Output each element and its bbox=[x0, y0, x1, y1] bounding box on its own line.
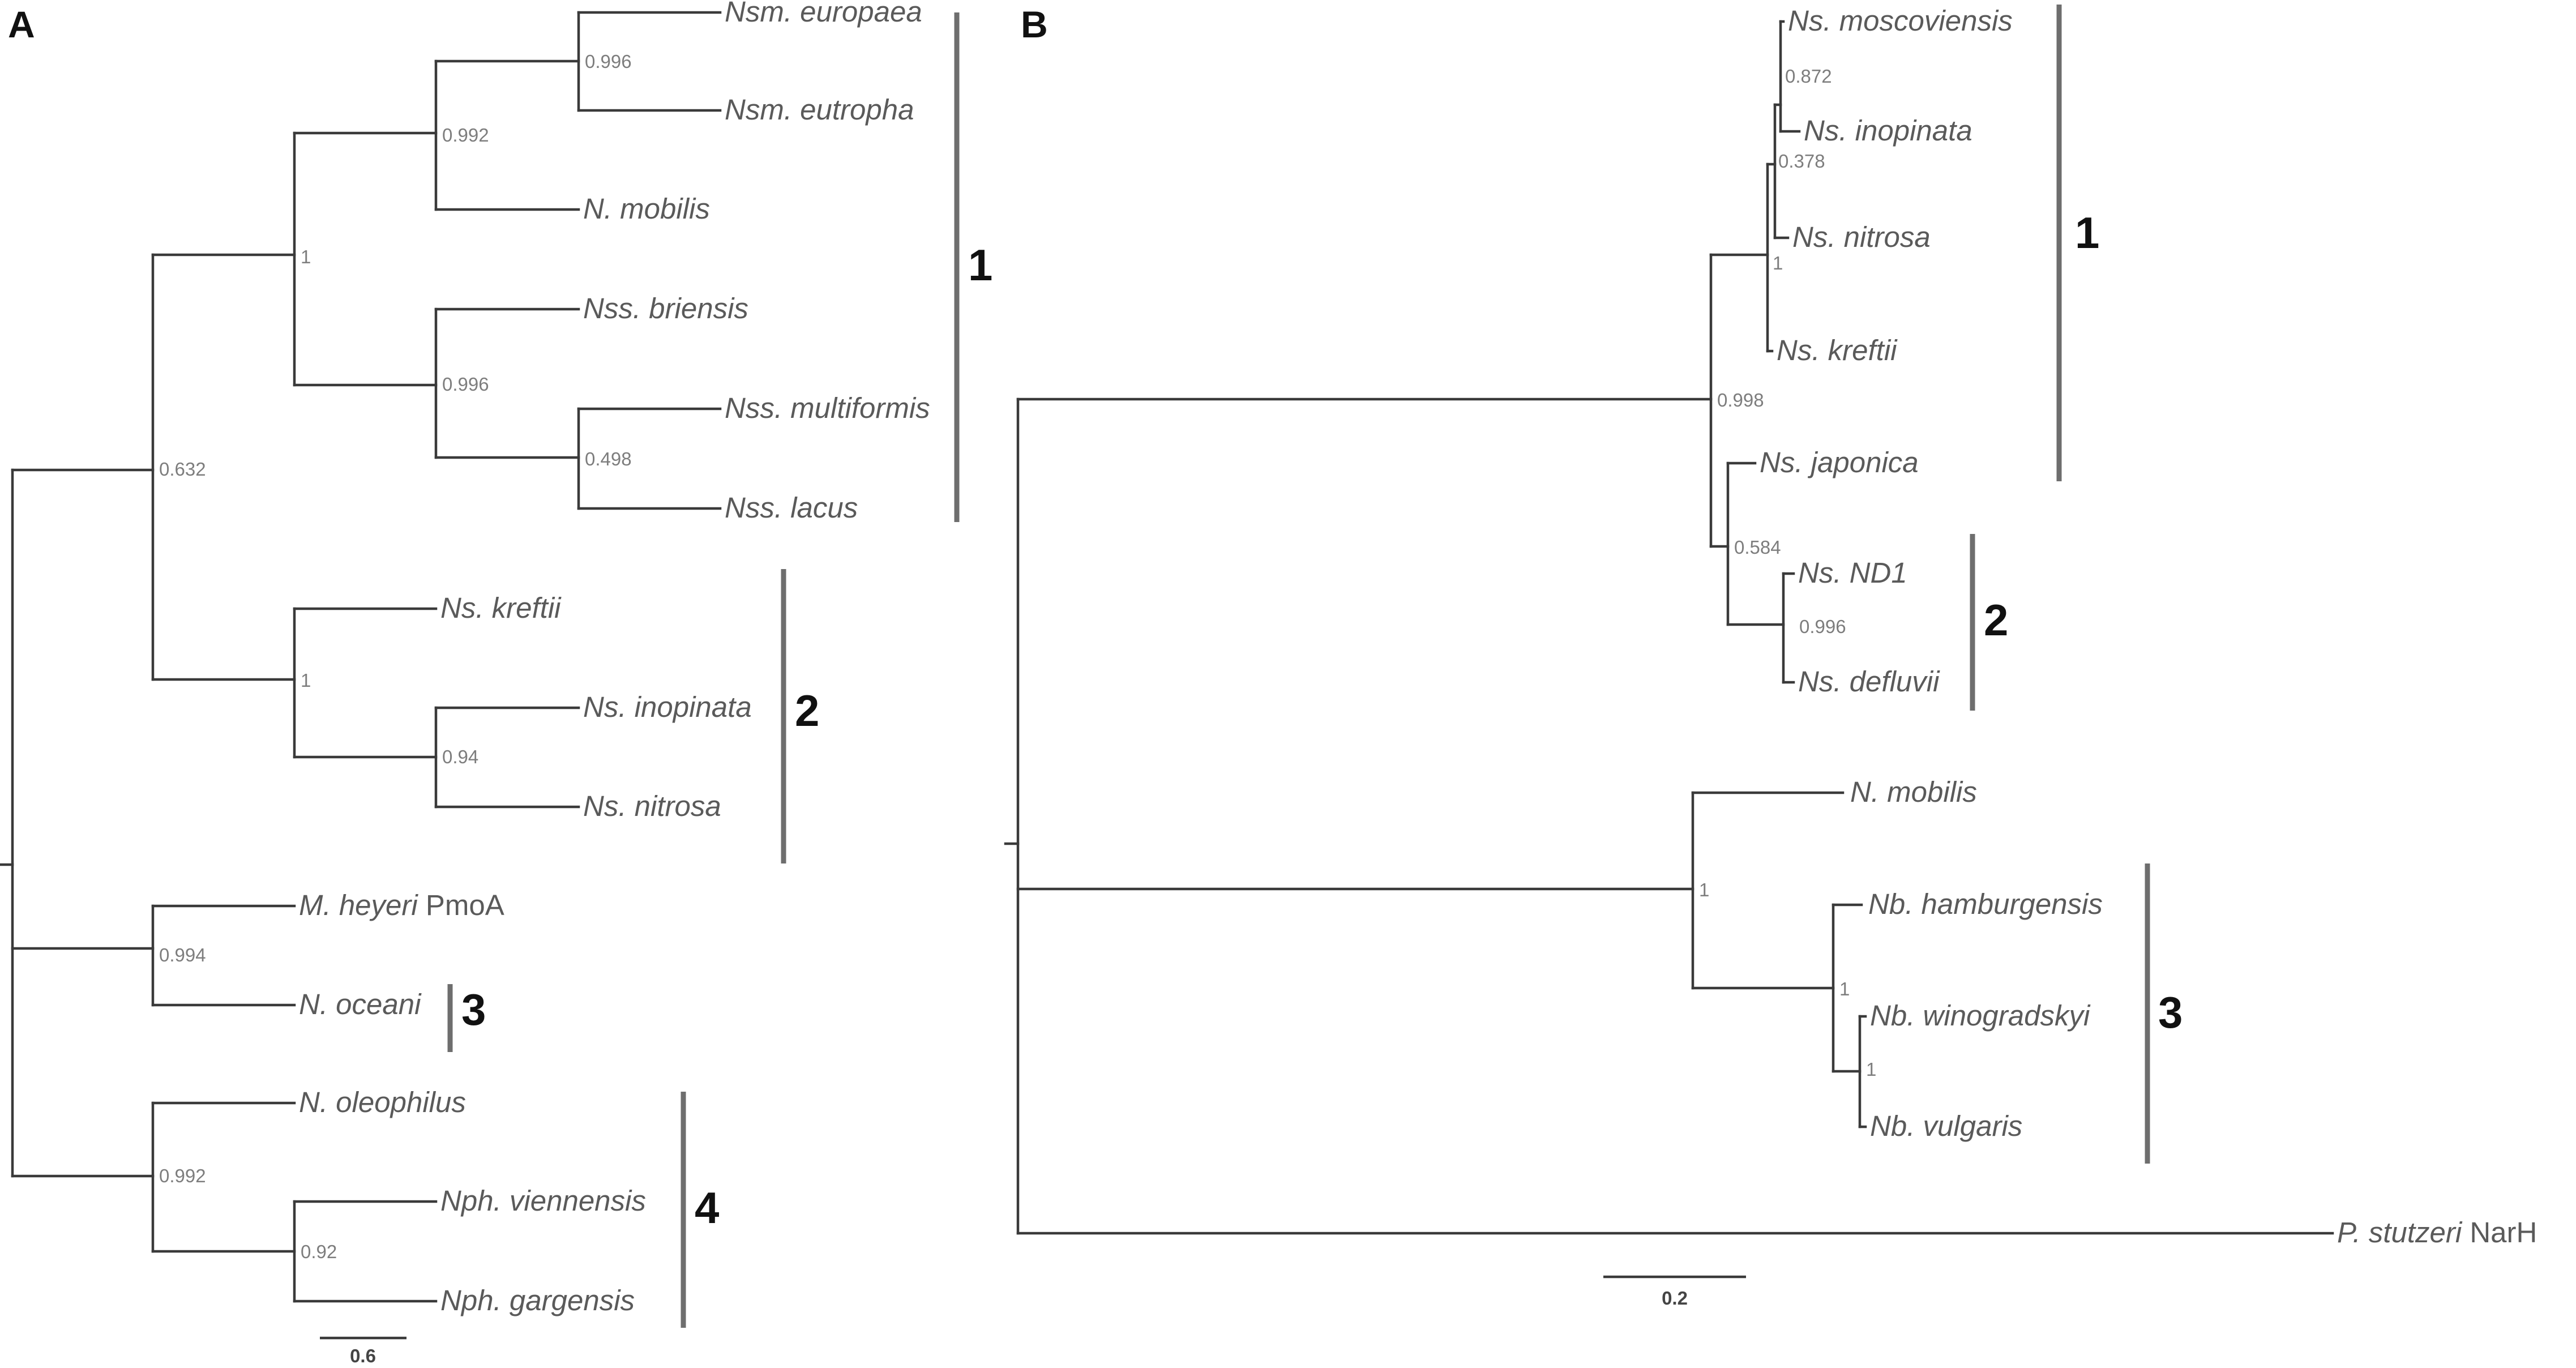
clade-label-b-2: 2 bbox=[1984, 595, 2008, 645]
leaf-a-nss-briensis: Nss. briensis bbox=[583, 292, 748, 324]
leaf-a-n-oleophilus: N. oleophilus bbox=[299, 1086, 466, 1118]
support-value: 1 bbox=[1839, 978, 1850, 999]
leaf-a-nss-lacus: Nss. lacus bbox=[725, 491, 858, 524]
leaf-a-n-mobilis: N. mobilis bbox=[583, 193, 710, 225]
clade-label-a-2: 2 bbox=[795, 686, 819, 736]
leaf-b-ns-nd1: Ns. ND1 bbox=[1798, 557, 1907, 589]
leaf-b-nb-vulgaris: Nb. vulgaris bbox=[1870, 1110, 2022, 1142]
leaf-a-ns-kreftii: Ns. kreftii bbox=[440, 592, 562, 624]
support-value: 1 bbox=[1866, 1059, 1876, 1080]
leaf-b-p-stutzeri: P. stutzeri NarH bbox=[2337, 1216, 2537, 1249]
leaf-b-ns-inopinata: Ns. inopinata bbox=[1804, 114, 1972, 147]
leaf-a-nph-viennensis: Nph. viennensis bbox=[440, 1185, 646, 1217]
support-value: 0.584 bbox=[1734, 537, 1781, 558]
support-value: 0.994 bbox=[159, 944, 206, 965]
support-value: 0.992 bbox=[159, 1165, 206, 1186]
leaf-a-m-heyeri: M. heyeri PmoA bbox=[299, 889, 504, 921]
panel-a-clade-bars: 1 2 3 4 bbox=[447, 12, 992, 1328]
panel-a-support-values: 0.996 0.992 1 0.996 0.498 0.632 1 0.94 0… bbox=[159, 51, 632, 1262]
panel-b-branches bbox=[1004, 20, 2334, 1235]
clade-label-a-1: 1 bbox=[968, 240, 992, 290]
clade-label-b-3: 3 bbox=[2158, 987, 2183, 1037]
support-value: 0.996 bbox=[1799, 616, 1846, 637]
leaf-a-nsm-eutropha: Nsm. eutropha bbox=[725, 93, 914, 126]
leaf-a-nph-gargensis: Nph. gargensis bbox=[440, 1284, 635, 1316]
support-value: 0.996 bbox=[442, 374, 489, 395]
support-value: 1 bbox=[301, 246, 311, 267]
support-value: 0.992 bbox=[442, 125, 489, 146]
panel-b-letter: B bbox=[1021, 3, 1048, 45]
clade-label-a-4: 4 bbox=[695, 1183, 719, 1233]
leaf-a-n-oceani: N. oceani bbox=[299, 988, 422, 1020]
support-value: 0.632 bbox=[159, 459, 206, 480]
panel-b-leaf-labels: Ns. moscoviensis Ns. inopinata Ns. nitro… bbox=[1760, 5, 2537, 1249]
leaf-b-ns-kreftii: Ns. kreftii bbox=[1777, 334, 1898, 366]
leaf-a-nsm-europaea: Nsm. europaea bbox=[725, 0, 922, 28]
support-value: 1 bbox=[301, 670, 311, 691]
leaf-b-ns-japonica: Ns. japonica bbox=[1760, 446, 1919, 478]
leaf-b-ns-nitrosa: Ns. nitrosa bbox=[1792, 221, 1931, 253]
leaf-b-ns-defluvii: Ns. defluvii bbox=[1798, 665, 1940, 698]
panel-a-letter: A bbox=[8, 3, 35, 45]
clade-label-b-1: 1 bbox=[2075, 208, 2099, 258]
panel-b-support-values: 0.872 0.378 1 0.998 0.584 0.996 1 1 1 bbox=[1699, 66, 1876, 1080]
support-value: 0.996 bbox=[585, 51, 632, 72]
panel-a-leaf-labels: Nsm. europaea Nsm. eutropha N. mobilis N… bbox=[299, 0, 930, 1316]
panel-b-scale-label: 0.2 bbox=[1662, 1288, 1688, 1309]
support-value: 0.498 bbox=[585, 448, 632, 469]
clade-label-a-3: 3 bbox=[461, 985, 486, 1034]
support-value: 1 bbox=[1773, 253, 1783, 273]
panel-a-scale-label: 0.6 bbox=[350, 1345, 376, 1366]
leaf-b-ns-moscoviensis: Ns. moscoviensis bbox=[1788, 5, 2013, 37]
leaf-a-ns-nitrosa: Ns. nitrosa bbox=[583, 790, 721, 822]
support-value: 0.872 bbox=[1785, 66, 1832, 87]
leaf-b-nb-hamburgensis: Nb. hamburgensis bbox=[1868, 888, 2103, 920]
support-value: 0.378 bbox=[1778, 151, 1825, 172]
panel-a-branches bbox=[0, 11, 722, 1303]
support-value: 1 bbox=[1699, 879, 1709, 900]
support-value: 0.94 bbox=[442, 746, 478, 767]
leaf-a-ns-inopinata: Ns. inopinata bbox=[583, 691, 752, 723]
leaf-a-nss-multiformis: Nss. multiformis bbox=[725, 392, 930, 424]
support-value: 0.92 bbox=[301, 1241, 337, 1262]
leaf-b-n-mobilis: N. mobilis bbox=[1850, 776, 1977, 808]
leaf-b-nb-winogradskyi: Nb. winogradskyi bbox=[1870, 999, 2091, 1032]
support-value: 0.998 bbox=[1717, 390, 1764, 411]
panel-b-clade-bars: 1 2 3 bbox=[1970, 5, 2183, 1164]
